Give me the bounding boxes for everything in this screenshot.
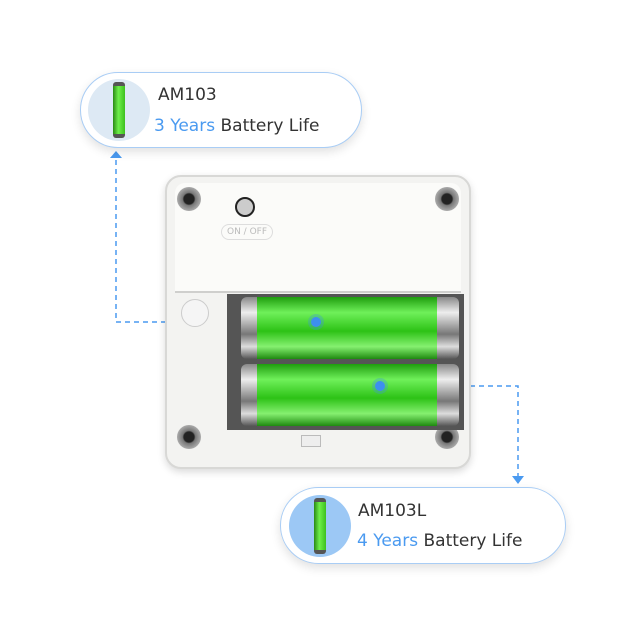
model-name: AM103 (158, 85, 217, 105)
battery-top (241, 297, 459, 359)
battery-life: 4 Years Battery Life (357, 531, 522, 551)
years: 3 Years (154, 116, 216, 136)
screw-icon (177, 425, 201, 449)
marker-dot (375, 381, 385, 391)
arrow-up-icon (110, 151, 122, 158)
model-name: AM103L (358, 501, 427, 521)
switch-label: ON / OFF (221, 224, 274, 240)
arrow-down-icon (512, 476, 524, 484)
battery-icon (289, 495, 351, 557)
battery-bottom (241, 364, 459, 426)
battery-icon (88, 79, 150, 141)
battery-compartment (227, 294, 464, 430)
battery-life: 3 Years Battery Life (154, 116, 319, 136)
top-panel: ON / OFF (175, 183, 461, 293)
callout-am103l: AM103L 4 Years Battery Life (280, 487, 566, 564)
life-label: Battery Life (423, 531, 523, 551)
leader-line-am103 (115, 160, 316, 323)
marker-dot (311, 317, 321, 327)
callout-am103: AM103 3 Years Battery Life (80, 72, 362, 148)
sensor-hole (181, 299, 209, 327)
screw-icon (177, 187, 201, 211)
life-label: Battery Life (220, 116, 320, 136)
power-button[interactable] (235, 197, 255, 217)
screw-icon (435, 187, 459, 211)
years: 4 Years (357, 531, 419, 551)
latch-slot (301, 435, 321, 447)
